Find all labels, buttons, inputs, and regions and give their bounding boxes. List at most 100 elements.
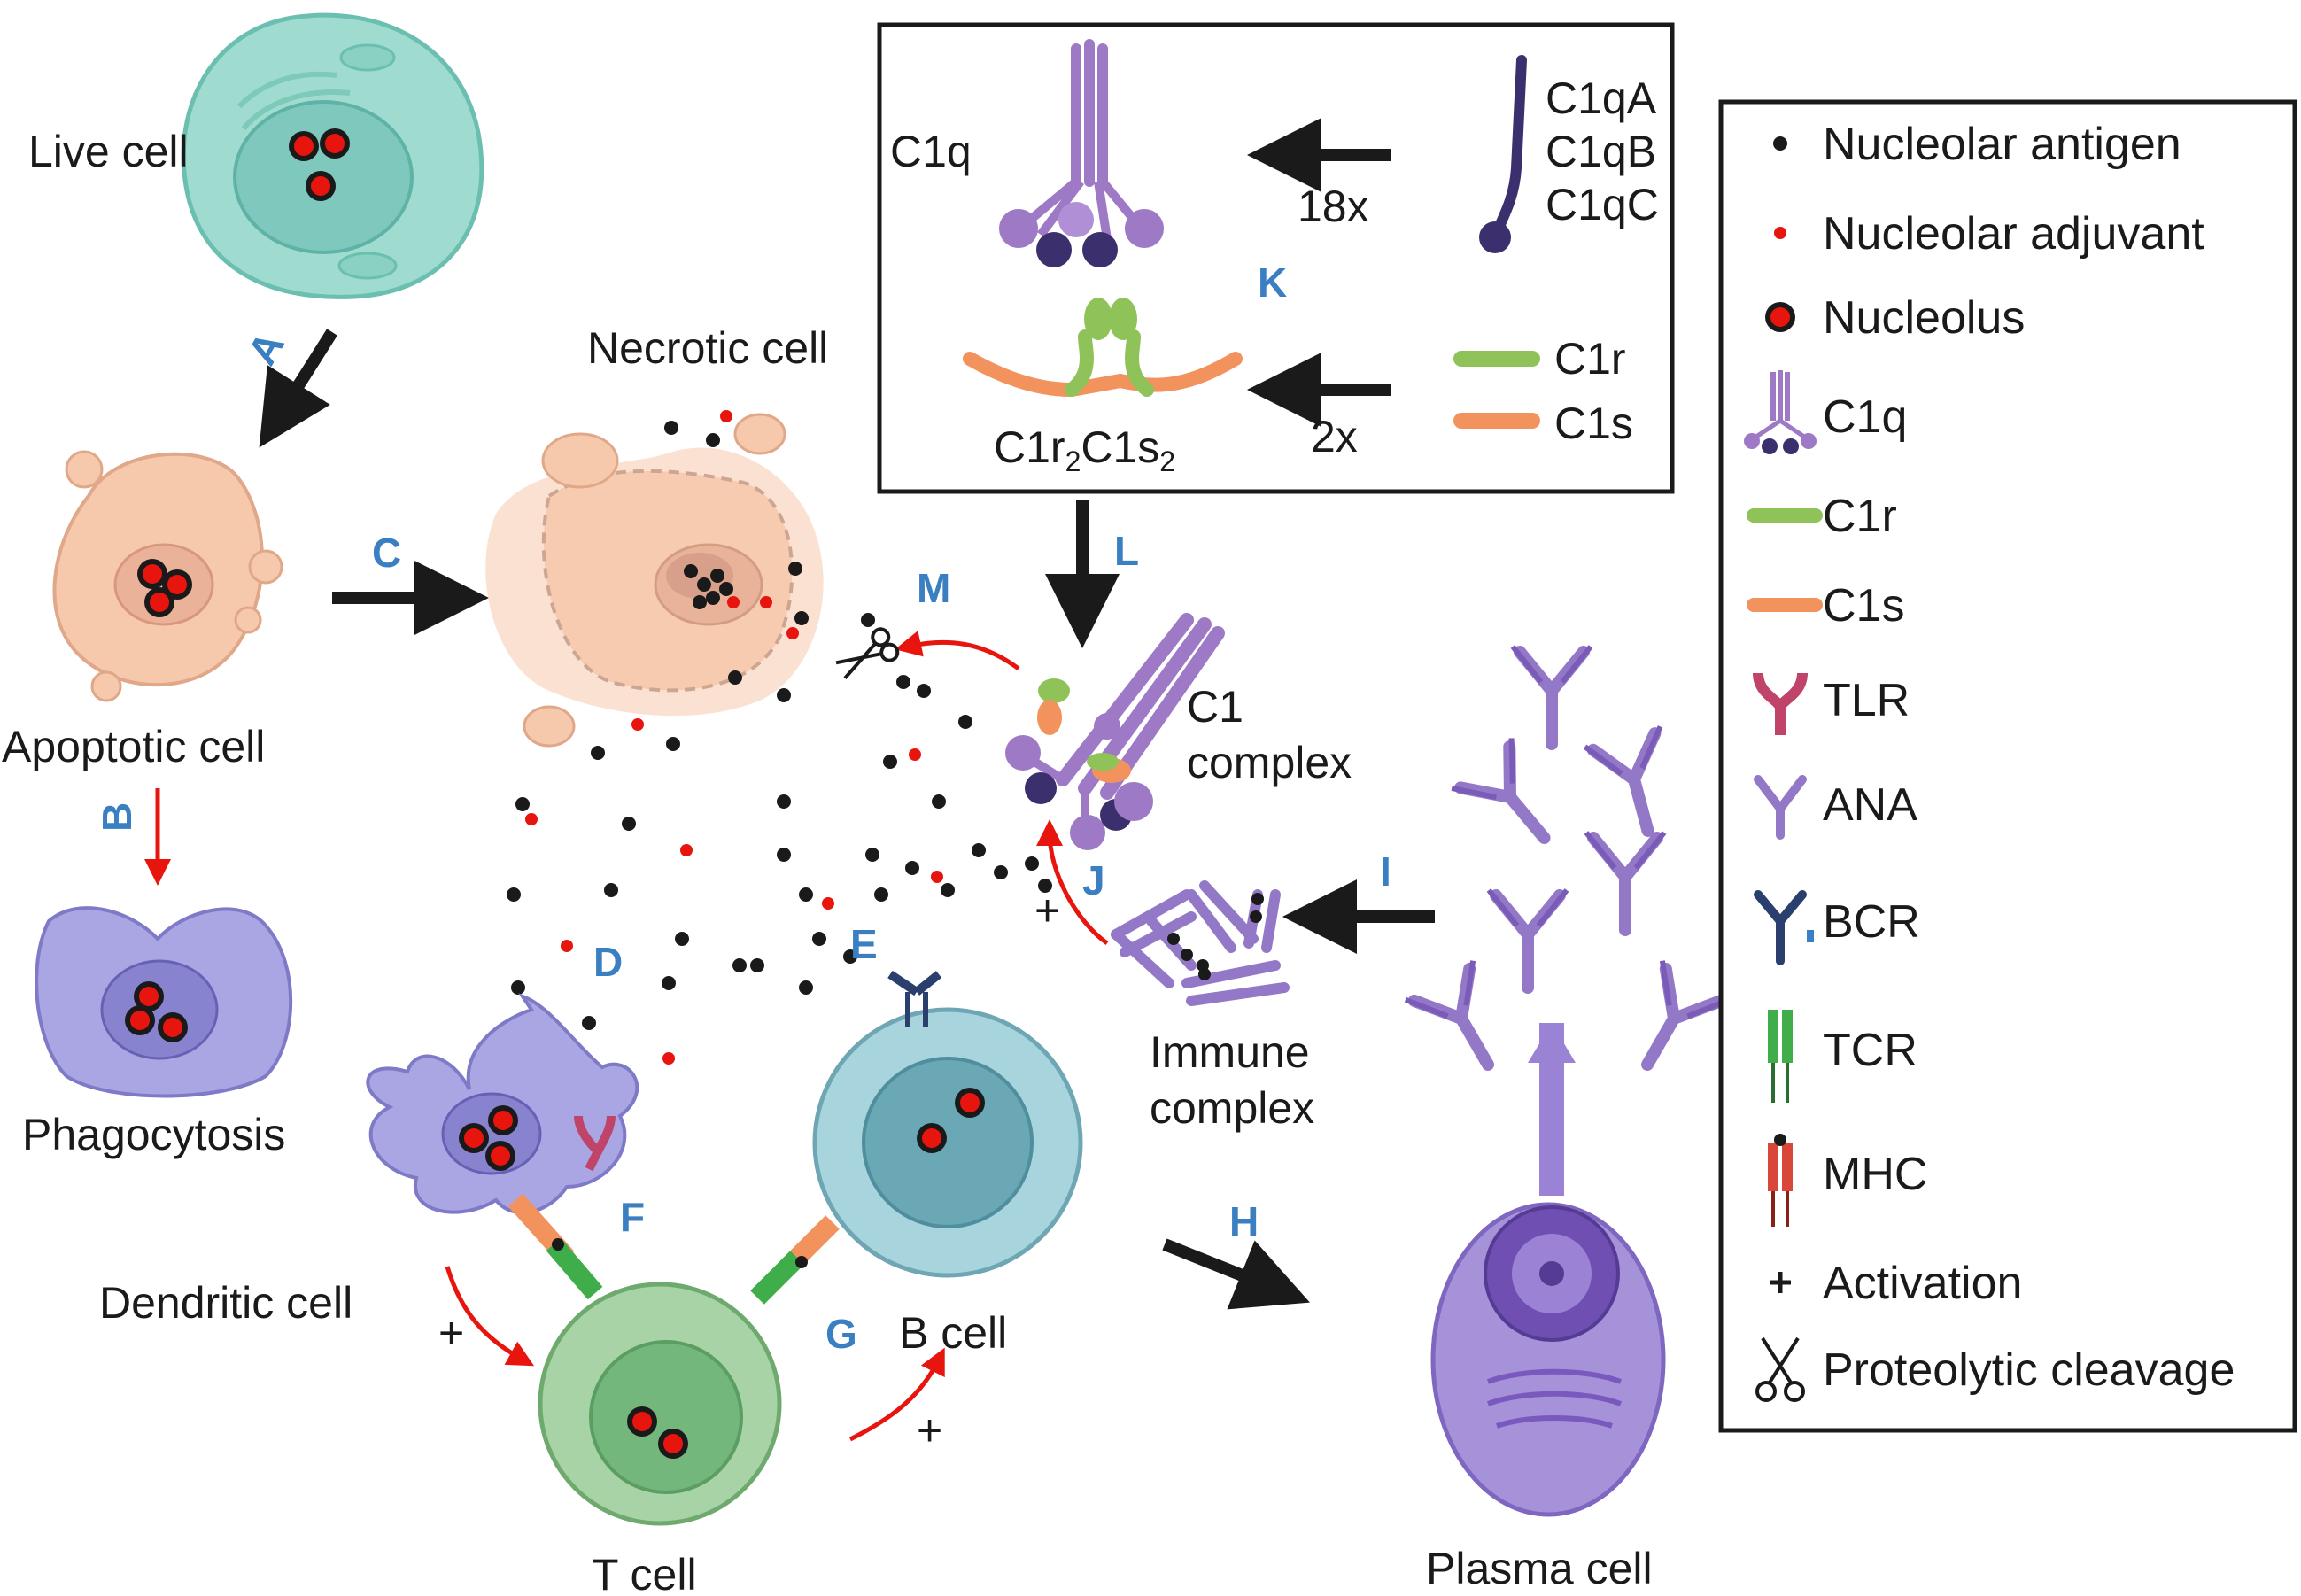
dendritic-cell: [366, 993, 639, 1215]
legend-label: Activation: [1823, 1258, 2022, 1309]
nucleolus-icon: [1765, 302, 1795, 332]
mhc-icon: [1768, 1134, 1793, 1227]
nucleolar-adjuvant-dot: [561, 940, 573, 952]
nucleolar-antigen-dot: [883, 755, 897, 769]
arrow-dc-t: [445, 1266, 535, 1367]
nucleolar-antigen-dot: [917, 684, 931, 698]
step-e: E: [850, 921, 878, 967]
c1r-box-label: C1r: [1554, 334, 1626, 384]
step-i: I: [1380, 848, 1391, 895]
nucleolar-adjuvant-icon: [1774, 227, 1786, 239]
c1r2c1s2-molecule: [963, 298, 1243, 398]
nucleolar-antigen-dot: [728, 670, 742, 685]
nucleolar-antigen-dot: [994, 865, 1008, 879]
activation-sign-g: +: [917, 1406, 942, 1455]
nucleolar-antigen-dot: [697, 577, 711, 592]
nucleolar-antigen-dot: [958, 715, 972, 729]
step-b: B: [94, 802, 140, 832]
nucleolar-antigen-dot: [941, 883, 955, 897]
step-k: K: [1258, 260, 1287, 306]
ana-icon: [1754, 775, 1807, 840]
legend-label: TLR: [1823, 675, 1910, 726]
live-cell-label: Live cell: [28, 127, 189, 176]
nucleolar-antigen-dot: [666, 737, 680, 751]
legend-label: ANA: [1823, 779, 1918, 831]
nucleolar-antigen-dot: [874, 887, 888, 902]
step-l: L: [1114, 528, 1139, 574]
phagocytosis-label: Phagocytosis: [22, 1110, 285, 1159]
mhc-tcr-synapse-dc: [507, 1193, 603, 1300]
b-cell-label: B cell: [899, 1308, 1007, 1358]
plasma-cell: [1430, 1023, 1666, 1517]
tlr-icon: [1753, 672, 1808, 735]
nucleolar-adjuvant-dot: [931, 871, 943, 883]
activation-sign-j: +: [1034, 886, 1060, 935]
nucleolar-antigen-dot: [507, 887, 521, 902]
step-m: M: [917, 565, 950, 611]
step-a: A: [238, 324, 293, 373]
c1-complex-label-2: complex: [1187, 738, 1352, 787]
ana-antibodies: [1406, 647, 1730, 1084]
legend-label: C1s: [1823, 580, 1904, 631]
c1qc-label: C1qC: [1546, 180, 1659, 229]
t-cell-label: T cell: [592, 1550, 697, 1596]
c1r2c1s2-label: C1r2C1s2: [994, 422, 1175, 477]
nucleolar-antigen-dot: [622, 817, 636, 831]
arrow-m: [895, 631, 1020, 671]
nucleolar-antigen-icon: [1773, 136, 1787, 151]
nucleolar-antigen-dot: [662, 976, 676, 990]
bcr-icon: [1754, 890, 1814, 965]
nucleolar-antigen-dot: [675, 932, 689, 946]
necrotic-cell-label: Necrotic cell: [587, 323, 828, 373]
nucleolar-antigen-dot: [905, 861, 919, 875]
step-d: D: [593, 939, 623, 985]
immune-complex-label-2: complex: [1150, 1083, 1314, 1133]
nucleolar-antigen-dot: [972, 843, 986, 857]
step-g: G: [825, 1311, 857, 1357]
nucleolar-adjuvant-dot: [631, 718, 644, 731]
legend-label: MHC: [1823, 1149, 1927, 1200]
apoptotic-cell: [52, 450, 283, 702]
legend-label: Nucleolus: [1823, 292, 2025, 344]
nucleolar-adjuvant-dot: [727, 596, 740, 608]
c1qa-label: C1qA: [1546, 74, 1657, 123]
c1qb-label: C1qB: [1546, 127, 1656, 176]
mult-18-label: 18x: [1298, 182, 1369, 231]
c1-complex-label-1: C1: [1187, 682, 1243, 732]
immune-complex-label-1: Immune: [1150, 1027, 1310, 1077]
nucleolar-antigen-dot: [591, 746, 605, 760]
mhc-tcr-synapse-bc: [750, 1215, 840, 1305]
plasma-cell-label: Plasma cell: [1426, 1544, 1653, 1593]
nucleolar-antigen-dot: [582, 1016, 596, 1030]
nucleolar-antigen-dot: [664, 421, 678, 435]
nucleolar-antigen-dot: [843, 949, 857, 964]
nucleolar-antigen-dot: [812, 932, 826, 946]
tcr-icon: [1768, 1010, 1793, 1103]
nucleolar-antigen-dot: [861, 613, 875, 627]
nucleolar-antigen-dot: [604, 883, 618, 897]
nucleolar-antigen-dot: [719, 582, 733, 596]
nucleolar-antigen-dot: [932, 794, 946, 809]
nucleolar-antigen-dot: [1025, 856, 1039, 871]
nucleolar-antigen-dot: [777, 794, 791, 809]
arrow-a: [259, 329, 337, 448]
nucleolar-antigen-dot: [710, 569, 724, 583]
c1-complex: [1005, 613, 1225, 850]
legend-label: TCR: [1823, 1025, 1918, 1076]
legend-label: Proteolytic cleavage: [1823, 1344, 2235, 1396]
nucleolar-antigen-dot: [896, 675, 910, 689]
nucleolar-antigen-dot: [788, 562, 802, 576]
nucleolar-antigen-dot: [693, 595, 707, 609]
nucleolar-adjuvant-dot: [786, 627, 799, 639]
legend-label: Nucleolar antigen: [1823, 119, 2181, 170]
nucleolar-antigen-dot: [515, 797, 530, 811]
step-h: H: [1229, 1198, 1259, 1244]
arrow-t-b: [848, 1347, 945, 1442]
nucleolar-antigen-dot: [799, 887, 813, 902]
nucleolar-antigen-dot: [777, 848, 791, 862]
nucleolar-adjuvant-dot: [680, 844, 693, 856]
legend-label: Nucleolar adjuvant: [1823, 208, 2204, 260]
legend-label: C1r: [1823, 491, 1897, 542]
nucleolar-adjuvant-dot: [760, 596, 772, 608]
nucleolar-antigen-dot: [732, 958, 747, 972]
